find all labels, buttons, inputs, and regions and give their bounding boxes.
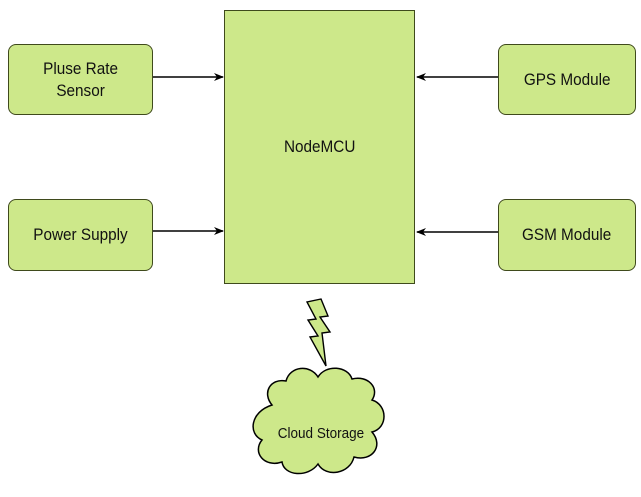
nodemcu-block: NodeMCU [224, 10, 415, 284]
cloud-storage-label: Cloud Storage [258, 425, 384, 442]
gps-module-block: GPS Module [498, 44, 636, 115]
nodemcu-label: NodeMCU [283, 137, 356, 157]
power-supply-block: Power Supply [8, 199, 153, 271]
gps-module-label: GPS Module [523, 69, 611, 89]
gsm-module-label: GSM Module [522, 225, 612, 245]
cloud-shape [252, 367, 385, 475]
power-supply-label: Power Supply [33, 225, 128, 245]
wireless-lightning-icon [305, 298, 332, 367]
pulse-rate-sensor-label: Pluse Rate Sensor [43, 59, 118, 100]
pulse-rate-sensor-block: Pluse Rate Sensor [8, 44, 153, 115]
gsm-module-block: GSM Module [498, 199, 636, 271]
cloud-storage-text: Cloud Storage [277, 425, 365, 442]
